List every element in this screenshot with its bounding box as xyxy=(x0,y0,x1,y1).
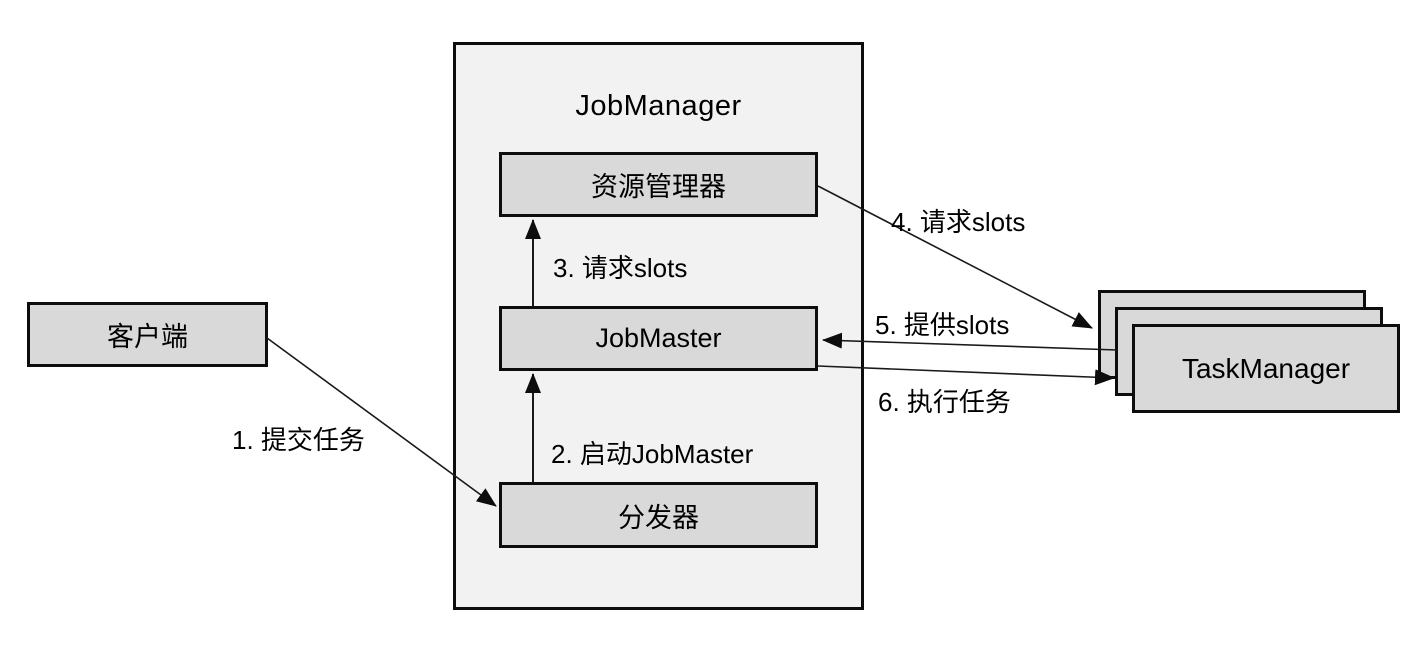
edge-label-submit-task: 1. 提交任务 xyxy=(232,425,365,455)
node-task-manager-label: TaskManager xyxy=(1181,352,1351,384)
edge-label-start-jobmaster: 2. 启动JobMaster xyxy=(551,439,754,469)
edge-label-request-slots-taskmanager: 4. 请求slots xyxy=(891,207,1026,237)
jobmanager-container-title: JobManager xyxy=(575,90,742,122)
node-client-label: 客户端 xyxy=(107,322,188,352)
edge-label-request-slots-internal: 3. 请求slots xyxy=(553,253,688,283)
node-dispatcher-label: 分发器 xyxy=(618,502,699,533)
edge-label-execute-task: 6. 执行任务 xyxy=(878,387,1011,417)
node-job-master: JobMaster xyxy=(499,306,818,371)
node-resource-manager-label: 资源管理器 xyxy=(591,172,726,202)
node-dispatcher: 分发器 xyxy=(499,482,818,548)
node-resource-manager: 资源管理器 xyxy=(499,152,818,217)
node-client: 客户端 xyxy=(27,302,268,367)
node-task-manager: TaskManager xyxy=(1132,324,1400,413)
edge-label-provide-slots: 5. 提供slots xyxy=(875,310,1010,340)
node-job-master-label: JobMaster xyxy=(595,323,722,353)
